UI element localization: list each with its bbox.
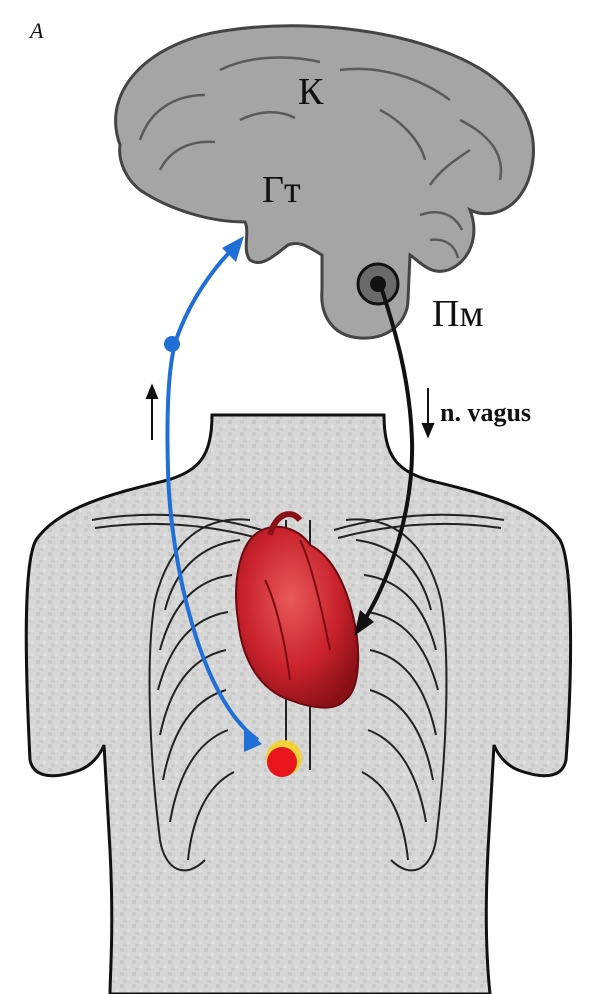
vagus-nerve-label: n. vagus bbox=[440, 398, 531, 428]
up-arrow-icon bbox=[147, 386, 157, 440]
cortex-label: К bbox=[298, 70, 323, 114]
receptor-dot-core bbox=[267, 747, 297, 777]
afferent-ganglion bbox=[164, 336, 180, 352]
hypothalamus-label: Гт bbox=[262, 168, 301, 212]
medulla-label: Пм bbox=[432, 292, 484, 336]
torso bbox=[26, 415, 570, 994]
down-arrow-icon bbox=[423, 388, 433, 436]
panel-label: А bbox=[30, 18, 43, 44]
